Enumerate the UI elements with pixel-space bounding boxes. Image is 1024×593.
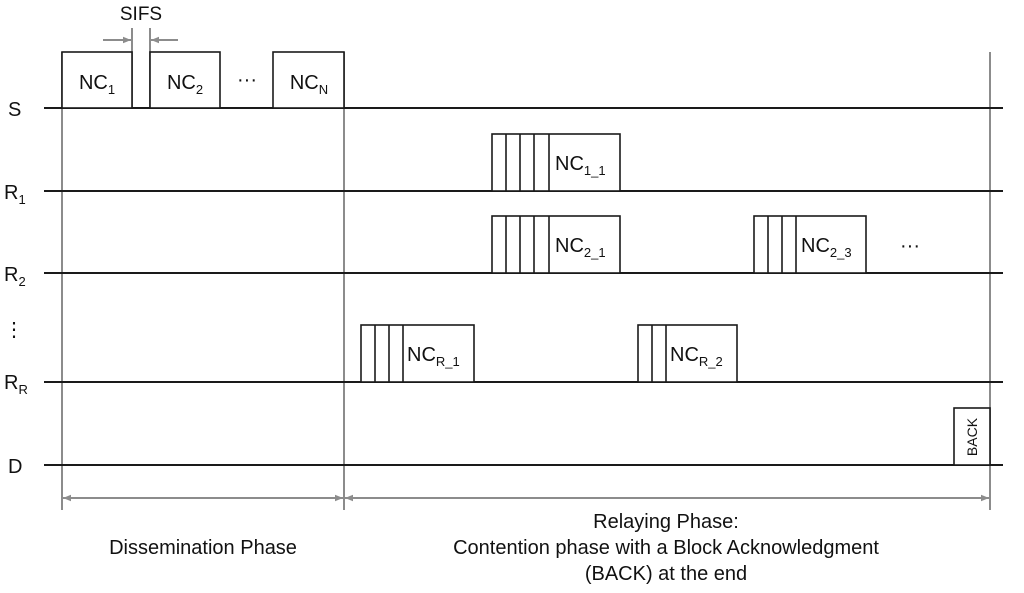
frame-nc1-1-label: NC1_1 (555, 153, 606, 178)
dissemination-phase-label: Dissemination Phase (109, 537, 297, 559)
frame-nc2-3 (753, 215, 867, 274)
frame-back (953, 407, 991, 466)
frame-nc1 (61, 51, 133, 109)
row-label-rr: RR (4, 372, 28, 397)
frame-ncr-2-label: NCR_2 (670, 344, 723, 369)
row-label-r2: R2 (4, 264, 26, 289)
frame-nc2-1 (491, 215, 621, 274)
frame-ncr-1 (360, 324, 475, 383)
dissemination-ellipsis: ··· (237, 69, 257, 91)
frame-nc2-1-label: NC2_1 (555, 235, 606, 260)
relaying-phase-desc-line2: (BACK) at the end (585, 563, 747, 585)
frame-nc2-label: NC2 (167, 72, 203, 97)
frame-nc2 (149, 51, 221, 109)
relaying-phase-title: Relaying Phase: (593, 511, 739, 533)
frame-back-label: BACK (964, 417, 980, 456)
frame-ncr-2 (637, 324, 738, 383)
frame-nc2-3-label: NC2_3 (801, 235, 852, 260)
frame-nc1-label: NC1 (79, 72, 115, 97)
row-label-r1: R1 (4, 182, 26, 207)
frame-ncr-1-label: NCR_1 (407, 344, 460, 369)
frame-ncn-label: NCN (290, 72, 328, 97)
frame-ncn (272, 51, 345, 109)
frame-nc1-1 (491, 133, 621, 192)
row-label-s: S (8, 99, 21, 121)
row-label-vdots: ⋮ (4, 319, 24, 341)
r2-ellipsis: ··· (900, 235, 920, 257)
sifs-label: SIFS (120, 4, 162, 25)
row-label-d: D (8, 456, 22, 478)
relaying-phase-desc-line1: Contention phase with a Block Acknowledg… (453, 537, 879, 559)
